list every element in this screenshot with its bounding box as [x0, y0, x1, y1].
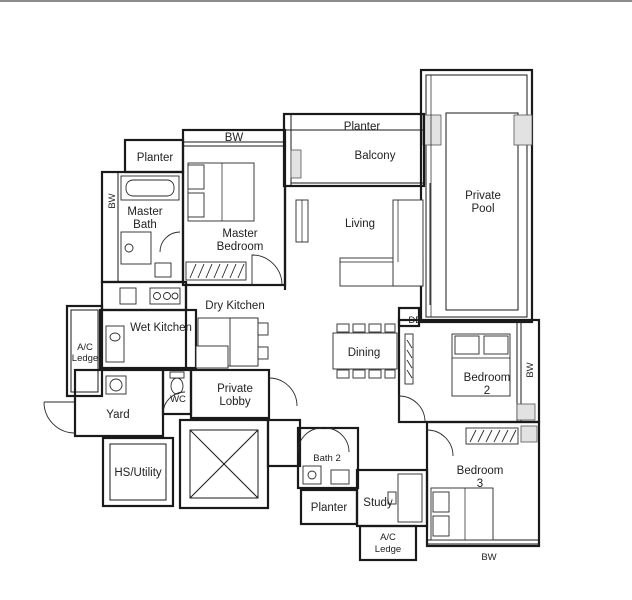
label-private-lobby-line1: Private: [217, 383, 253, 395]
bedroom2-area: [397, 306, 541, 424]
label-private-pool-line2: Pool: [471, 203, 494, 215]
label-dining: Dining: [348, 347, 381, 359]
label-hs-utility: HS/Utility: [114, 467, 162, 479]
master-bedroom-area: [181, 128, 287, 287]
bath2-area: [296, 426, 360, 490]
label-master-bedroom-line2: Bedroom: [217, 241, 264, 253]
label-master-bedroom-line1: Master: [222, 228, 257, 240]
study-area: [299, 468, 429, 528]
kitchen-area: [98, 280, 269, 370]
ac-ledge-bottom-area: [358, 524, 418, 562]
ac-ledge-left-area: [65, 304, 104, 398]
label-living: Living: [345, 218, 375, 230]
label-ac-ledge-bottom-line1: A/C: [380, 532, 396, 543]
label-dry-kitchen: Dry Kitchen: [205, 300, 264, 312]
label-private-pool-line1: Private: [465, 190, 501, 202]
label-planter-top: Planter: [344, 121, 381, 133]
label-bedroom3-line2: 3: [477, 478, 483, 490]
label-bedroom2-line1: Bedroom: [464, 372, 511, 384]
label-wc: WC: [170, 394, 186, 405]
label-bw-master: BW: [225, 132, 244, 144]
label-study: Study: [363, 497, 393, 509]
label-ac-ledge-bottom-line2: Ledge: [375, 544, 401, 555]
label-ac-ledge-left-line2: Ledge: [72, 353, 98, 364]
label-ac-ledge-left-line1: A/C: [77, 342, 93, 353]
label-planter-master: Planter: [137, 152, 174, 164]
private-lobby-area: [189, 368, 298, 420]
living-dining-area: [283, 183, 431, 379]
label-bw-bath: BW: [107, 193, 118, 208]
label-private-lobby-line2: Lobby: [219, 396, 251, 408]
label-balcony: Balcony: [355, 150, 396, 162]
label-master-bath-line1: Master: [127, 206, 162, 218]
label-yard: Yard: [106, 409, 129, 421]
label-master-bath-line2: Bath: [133, 219, 157, 231]
label-bedroom3-line1: Bedroom: [457, 465, 504, 477]
bedroom3-area: [425, 420, 541, 548]
master-bath-area: [100, 138, 185, 284]
hs-utility-area: [101, 436, 175, 508]
private-pool-area: [419, 68, 534, 324]
label-bw-bedroom2: BW: [525, 362, 536, 377]
lift-core: [178, 418, 302, 510]
label-planter-bottom: Planter: [311, 502, 348, 514]
label-bath2: Bath 2: [313, 453, 340, 464]
label-bedroom2-line2: 2: [484, 385, 490, 397]
label-bw-bedroom3: BW: [481, 552, 496, 563]
yard-wc-area: [43, 368, 193, 438]
label-db: DB: [408, 315, 421, 326]
label-wet-kitchen: Wet Kitchen: [130, 322, 192, 334]
